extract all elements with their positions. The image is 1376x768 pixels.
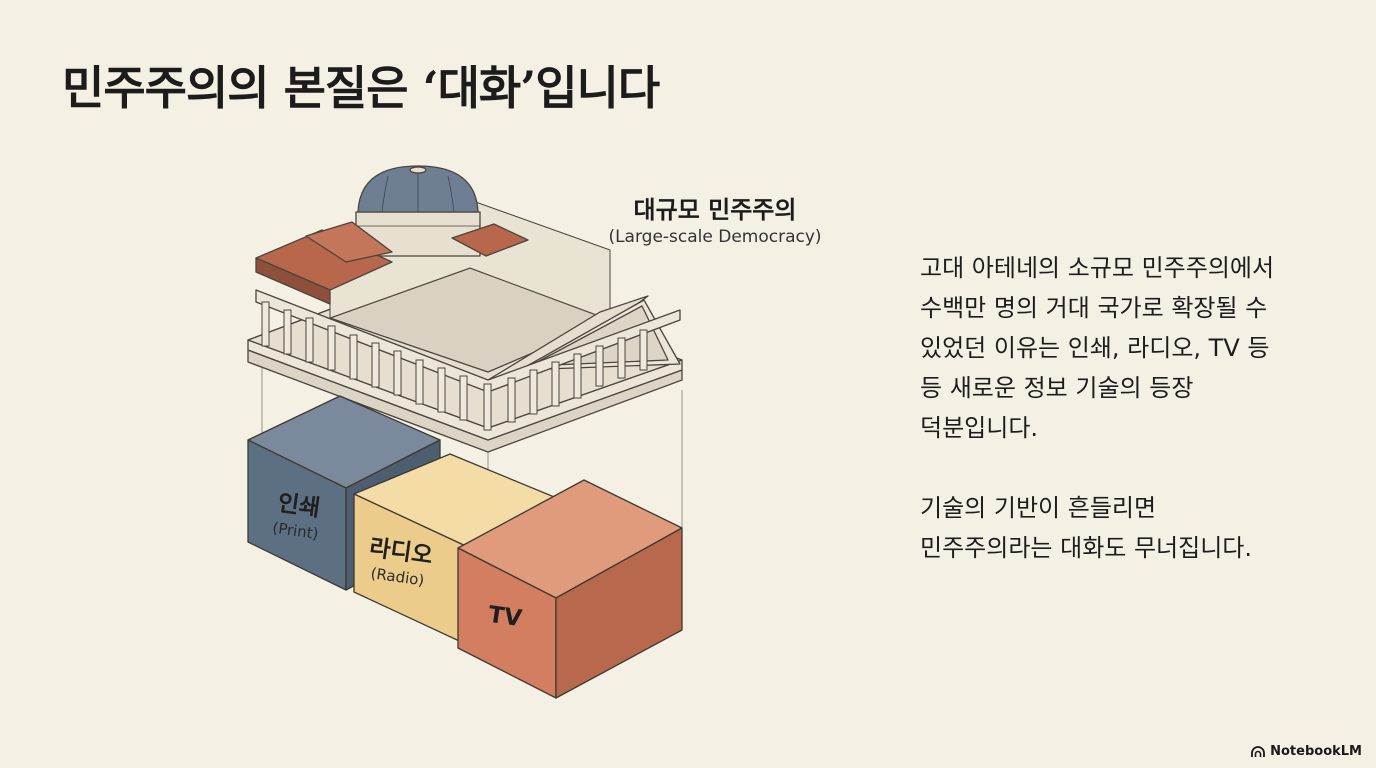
brand-name: NotebookLM [1270,744,1362,759]
notebooklm-brand: NotebookLM [1251,744,1362,759]
temple-columns [261,301,648,431]
large-scale-democracy-label: 대규모 민주주의 [633,196,797,224]
body-line: 등 새로운 정보 기술의 등장 [920,374,1194,402]
large-scale-democracy-label-en: (Large-scale Democracy) [608,227,822,247]
body-line: 기술의 기반이 흔들리면 [920,494,1157,522]
body-line: 민주주의라는 대화도 무너집니다. [920,534,1253,562]
body-paragraph: 기술의 기반이 흔들리면 민주주의라는 대화도 무너집니다. [920,488,1360,568]
tv-block [457,479,683,699]
print-label: 인쇄 (Print) [255,481,342,546]
body-line: 덕분입니다. [920,414,1039,442]
radio-label: 라디오 (Radio) [357,527,444,592]
body-text: 고대 아테네의 소규모 민주주의에서 수백만 명의 거대 국가로 확장될 수 있… [920,248,1360,568]
page-title: 민주주의의 본질은 ‘대화’입니다 [62,61,660,115]
body-line: 고대 아테네의 소규모 민주주의에서 [920,254,1275,282]
temple-icon [247,165,683,453]
notebooklm-logo-icon [1251,745,1266,757]
body-line: 있었던 이유는 인쇄, 라디오, TV 등 [920,334,1270,362]
body-line: 수백만 명의 거대 국가로 확장될 수 [920,294,1268,322]
body-paragraph: 고대 아테네의 소규모 민주주의에서 수백만 명의 거대 국가로 확장될 수 있… [920,248,1360,448]
